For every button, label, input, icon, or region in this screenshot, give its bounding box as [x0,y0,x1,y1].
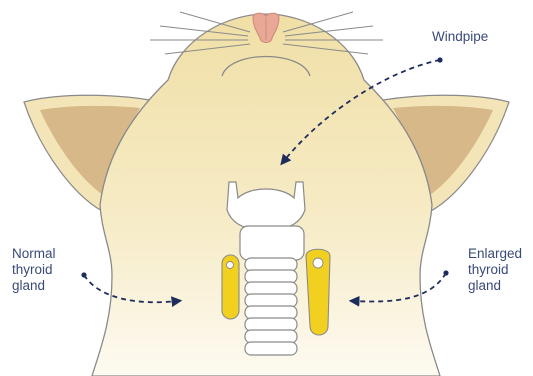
label-normal-thyroid-gland: Normal thyroid gland [12,246,56,294]
enlarged-thyroid-gland [306,249,330,335]
windpipe-trachea [240,226,304,355]
label-enlarged-line-3: gland [468,278,522,294]
label-normal-line-2: thyroid [12,262,56,278]
label-normal-line-1: Normal [12,246,56,262]
normal-thyroid-gland [222,255,239,319]
label-normal-line-3: gland [12,278,56,294]
label-windpipe-text: Windpipe [432,29,488,45]
label-windpipe: Windpipe [432,29,488,45]
label-enlarged-thyroid-gland: Enlarged thyroid gland [468,246,522,294]
label-enlarged-line-1: Enlarged [468,246,522,262]
label-enlarged-line-2: thyroid [468,262,522,278]
